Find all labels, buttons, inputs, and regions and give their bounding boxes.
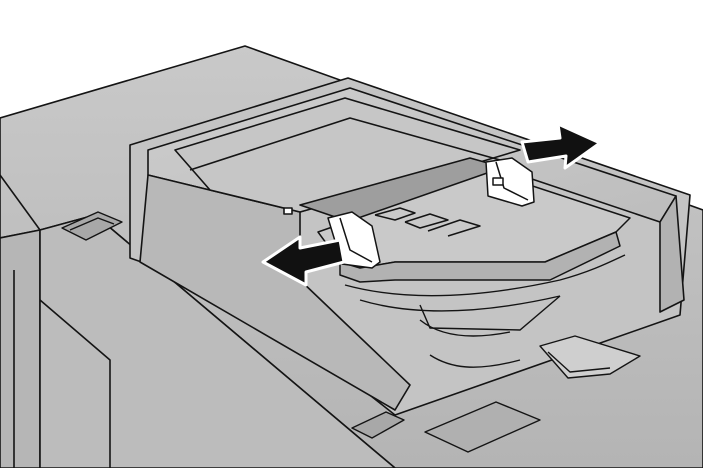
front-recess: [351, 411, 405, 439]
tray-marking-2: [404, 213, 449, 229]
tray-marking-3: [427, 219, 481, 237]
front-panel-slot: [424, 401, 541, 453]
guide-arrow-right: [520, 122, 602, 170]
output-tray-curve-4: [429, 354, 521, 368]
guide-arrows: [261, 122, 602, 287]
output-tray: [344, 254, 626, 368]
guide-arrow-left: [261, 235, 346, 287]
front-panel-edge-2: [39, 299, 111, 468]
machine-front-face: [39, 214, 396, 468]
right-guide-tab: [492, 177, 504, 186]
feeder-lid-right: [659, 195, 685, 313]
right-guide-inner: [495, 161, 529, 201]
control-panel-flap-edge: [547, 351, 611, 373]
input-tray-front-edge: [339, 231, 621, 283]
machine-left-face: [0, 229, 41, 468]
top-left-recess-inner: [69, 217, 115, 231]
tray-marking-1: [374, 207, 416, 221]
output-tray-lip: [419, 295, 561, 331]
top-left-recess: [61, 211, 123, 241]
left-guide-inner: [339, 217, 373, 263]
feeder-cover-seam: [189, 117, 501, 171]
side-crease: [0, 174, 41, 231]
document-tray: [317, 171, 631, 283]
feeder-indicator: [283, 207, 293, 215]
output-tray-curve-3: [419, 319, 511, 337]
machine-features: [61, 211, 641, 453]
output-tray-curve-1: [344, 254, 626, 297]
output-tray-curve-2: [359, 295, 561, 312]
